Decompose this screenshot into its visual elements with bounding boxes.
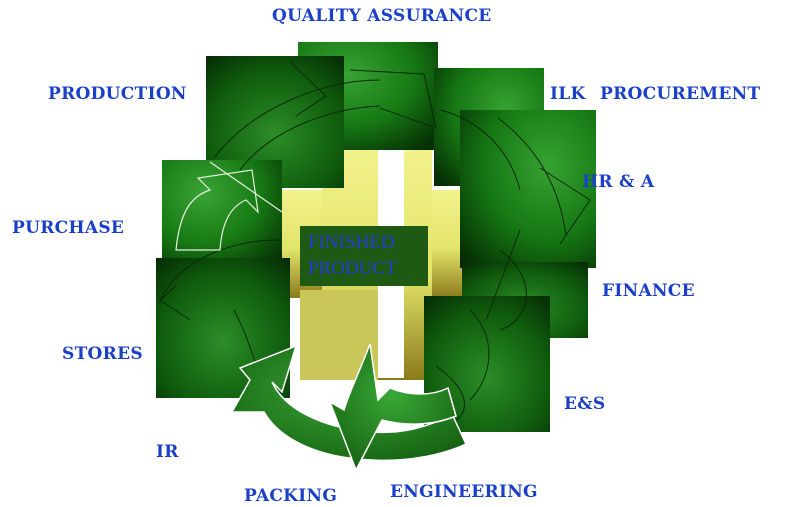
label-procurement: PROCUREMENT [600,84,761,104]
label-stores: STORES [62,344,143,364]
label-milk-fragment: ILK [550,84,586,104]
tile-purchase [162,160,282,270]
label-packing: PACKING [244,486,338,506]
finished-product-label: FINISHED PRODUCT [300,226,428,286]
label-engineering: ENGINEERING [390,482,538,502]
tile-hr [460,110,596,268]
bottom-cycle-arrow [230,343,467,472]
green-tiles [156,42,596,432]
label-e-s: E&S [564,394,606,414]
label-production: PRODUCTION [48,84,187,104]
label-ir: IR [156,442,179,462]
label-quality-assurance: QUALITY ASSURANCE [272,6,492,26]
label-hr-a: HR & A [582,172,655,192]
purchase-arrow [175,161,283,251]
label-purchase: PURCHASE [12,218,125,238]
label-finance: FINANCE [602,281,695,301]
